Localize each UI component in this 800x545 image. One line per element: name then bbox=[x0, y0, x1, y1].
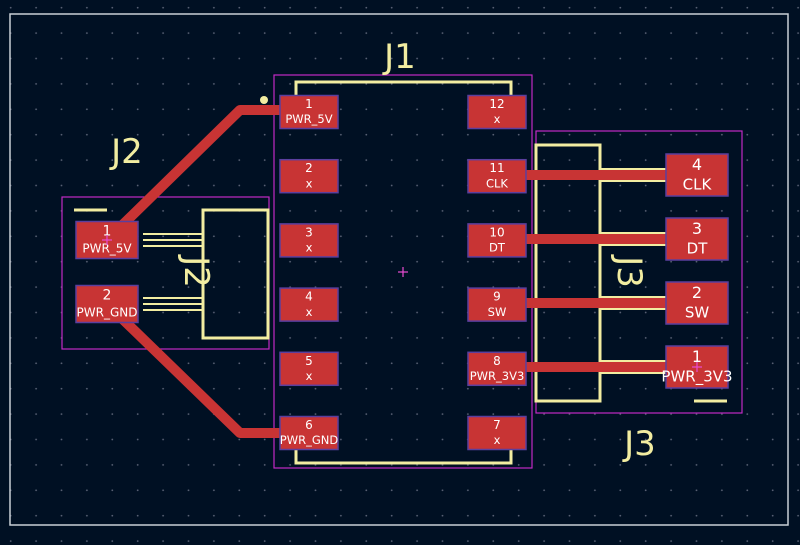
j1-pad-4-number: 4 bbox=[305, 290, 313, 304]
j1-pad-9-net: SW bbox=[488, 305, 507, 319]
j3-pad-3-net: DT bbox=[687, 239, 709, 257]
j1-pad-10-copper bbox=[467, 223, 527, 258]
j2-anchor bbox=[102, 235, 112, 245]
j2-silk-reference-label: J2 bbox=[176, 254, 216, 288]
j3-pad-4-copper bbox=[665, 153, 729, 197]
j1-pad-10-number: 10 bbox=[489, 225, 504, 239]
j1-pad-6-copper bbox=[279, 415, 339, 451]
j3-pad-2-number: 2 bbox=[692, 283, 702, 302]
j3-pad-4-net: CLK bbox=[683, 175, 713, 193]
j1-courtyard bbox=[273, 74, 533, 469]
board-edge-cuts bbox=[9, 13, 789, 526]
j1-pad-6-number: 6 bbox=[305, 418, 313, 432]
j3-pad-2-net: SW bbox=[685, 303, 710, 321]
j2-silkscreen bbox=[74, 208, 270, 340]
j1-pad-7-number: 7 bbox=[493, 418, 501, 432]
j1-pad-9[interactable]: 9SW bbox=[467, 287, 527, 322]
j2-pad-2-number: 2 bbox=[103, 288, 112, 304]
j3-pad-3-copper bbox=[665, 217, 729, 261]
j1-pad-12-net: x bbox=[494, 112, 501, 126]
j1-pad-4[interactable]: 4x bbox=[279, 287, 339, 322]
j1-pad-12-number: 12 bbox=[489, 97, 504, 111]
j3-anchor bbox=[692, 362, 702, 372]
j2-reference-label: J2 bbox=[109, 132, 143, 172]
j1-pad-9-copper bbox=[467, 287, 527, 322]
j1-pad-10-net: DT bbox=[489, 241, 506, 255]
j1-pad-12-copper bbox=[467, 94, 527, 130]
j3-reference-label: J3 bbox=[622, 424, 656, 464]
j1-pad-7-copper bbox=[467, 415, 527, 451]
j1-pad-4-net: x bbox=[306, 305, 313, 319]
j1-pin1-marker bbox=[260, 96, 268, 104]
j1-pad-3-net: x bbox=[306, 241, 313, 255]
j3-pad-4-number: 4 bbox=[692, 155, 702, 174]
j1-pad-5-copper bbox=[279, 351, 339, 387]
j2-pad-1-number: 1 bbox=[103, 224, 112, 240]
j2-pad-1-net: PWR_5V bbox=[82, 242, 132, 256]
j1-pad-2[interactable]: 2x bbox=[279, 158, 339, 194]
j3-pad-1-net: PWR_3V3 bbox=[661, 367, 732, 386]
j1-pad-5-number: 5 bbox=[305, 354, 313, 368]
j1-pad-2-net: x bbox=[306, 176, 313, 190]
j1-pad-5-net: x bbox=[306, 369, 313, 383]
j3-pad-3[interactable]: 3DT bbox=[665, 217, 729, 261]
j2-pad-2-copper bbox=[75, 284, 139, 324]
j1-pad-11-copper bbox=[467, 158, 527, 194]
j1-pad-7[interactable]: 7x bbox=[467, 415, 527, 451]
j1-anchor bbox=[398, 267, 408, 277]
j3-pad-2[interactable]: 2SW bbox=[665, 281, 729, 325]
j1-pad-3-number: 3 bbox=[305, 225, 313, 239]
j3-pad-1-number: 1 bbox=[692, 347, 702, 366]
j1-pad-8-number: 8 bbox=[493, 354, 501, 368]
j1-pad-12[interactable]: 12x bbox=[467, 94, 527, 130]
j1-pad-1-net: PWR_5V bbox=[285, 112, 332, 126]
j3-pad-2-copper bbox=[665, 281, 729, 325]
j1-pad-6-net: PWR_GND bbox=[280, 433, 339, 447]
j2-pad-2-net: PWR_GND bbox=[77, 306, 138, 320]
j1-pad-2-number: 2 bbox=[305, 161, 313, 175]
j3-silk-reference-label: J3 bbox=[609, 254, 649, 288]
j1-pad-11-number: 11 bbox=[489, 161, 504, 175]
j1-pad-9-number: 9 bbox=[493, 290, 501, 304]
j1-pad-8-copper bbox=[467, 351, 527, 387]
j1-pad-8-net: PWR_3V3 bbox=[470, 369, 525, 383]
j1-pad-3-copper bbox=[279, 223, 339, 258]
j1-reference-label: J1 bbox=[382, 37, 416, 77]
j1-pad-1-copper bbox=[279, 94, 339, 130]
j1-pad-2-copper bbox=[279, 158, 339, 194]
j1-pad-3[interactable]: 3x bbox=[279, 223, 339, 258]
j1-pad-5[interactable]: 5x bbox=[279, 351, 339, 387]
j1-pad-11-net: CLK bbox=[486, 176, 508, 190]
j1-pad-7-net: x bbox=[494, 433, 501, 447]
j1-silkscreen bbox=[294, 80, 513, 465]
j1-pad-4-copper bbox=[279, 287, 339, 322]
j3-pad-3-number: 3 bbox=[692, 219, 702, 238]
j1-pad-1-number: 1 bbox=[305, 97, 313, 111]
